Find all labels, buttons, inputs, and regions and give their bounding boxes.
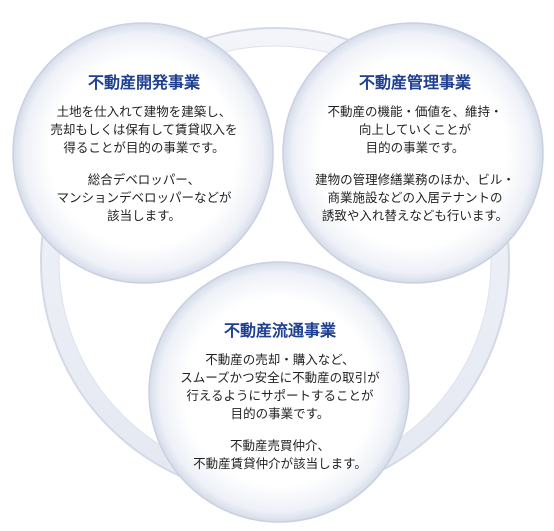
development-description: 土地を仕入れて建物を建築し、 売却もしくは保有して賃貸収入を 得ることが目的の事… [50, 104, 238, 155]
management-title: 不動産管理事業 [358, 73, 471, 92]
management-examples: 建物の管理修繕業務のほか、ビル・ 商業施設などの入居テナントの 誘致や入れ替えな… [315, 172, 515, 223]
distribution-circle-text: 不動産流通事業 不動産の売却・購入など、 スムーズかつ安全に不動産の取引が 行え… [160, 321, 400, 473]
management-circle-text: 不動産管理事業 不動産の機能・価値を、維持・ 向上していくことが 目的の事業です… [290, 73, 540, 225]
distribution-examples: 不動産売買仲介、 不動産賃貸仲介が該当します。 [193, 438, 367, 471]
development-title: 不動産開発事業 [87, 73, 200, 92]
distribution-circle [148, 261, 410, 523]
management-description: 不動産の機能・価値を、維持・ 向上していくことが 目的の事業です。 [327, 104, 503, 155]
development-circle-text: 不動産開発事業 土地を仕入れて建物を建築し、 売却もしくは保有して賃貸収入を 得… [24, 73, 264, 225]
development-circle [12, 22, 274, 284]
distribution-description: 不動産の売却・購入など、 スムーズかつ安全に不動産の取引が 行えるようにサポート… [180, 352, 380, 421]
management-circle [282, 22, 544, 284]
development-examples: 総合デベロッパー、 マンションデベロッパーなどが 該当します。 [56, 172, 232, 223]
distribution-title: 不動産流通事業 [223, 321, 336, 340]
